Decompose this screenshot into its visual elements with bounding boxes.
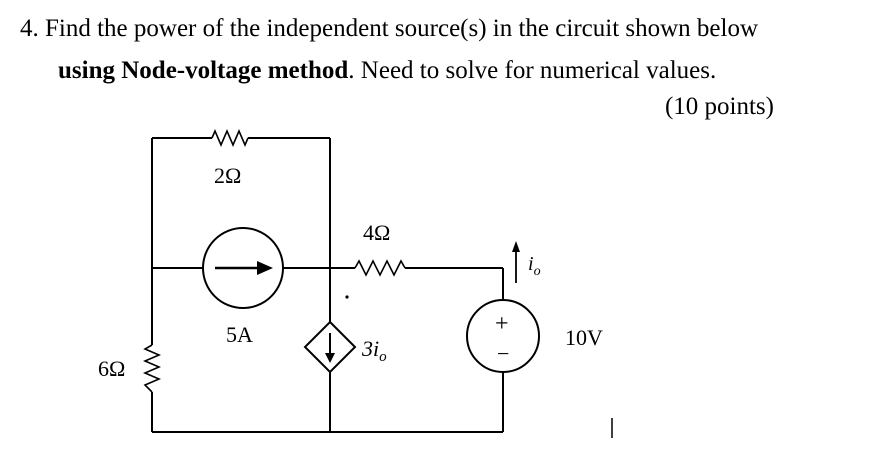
dependent-source-label: 3io — [361, 336, 387, 365]
question-line-2: using Node-voltage method. Need to solve… — [58, 58, 716, 83]
question-text-2: . Need to solve for numerical values. — [348, 57, 717, 84]
current-source-5a — [202, 227, 284, 309]
resistor-2ohm — [211, 128, 249, 148]
resistor-6ohm-label: 6Ω — [98, 356, 125, 381]
points-label: (10 points) — [664, 93, 774, 120]
resistor-4ohm-label: 4Ω — [363, 220, 390, 245]
circuit-wires — [151, 137, 504, 433]
current-arrow — [512, 241, 520, 283]
current-label-sub: o — [534, 264, 541, 279]
current-source-label: 5A — [226, 322, 253, 347]
resistor-4ohm — [354, 259, 406, 277]
resistor-6ohm — [142, 344, 162, 393]
current-label-main: i — [528, 253, 534, 275]
current-label: io — [528, 253, 541, 279]
dependent-source-main: 3i — [361, 336, 379, 361]
dependent-source-sub: o — [379, 349, 387, 365]
node-dot — [345, 295, 349, 299]
voltage-source-10v — [466, 299, 540, 373]
method-emphasis: using Node-voltage method — [58, 57, 349, 84]
dependent-current-source — [303, 320, 357, 374]
question-number: 4. — [20, 15, 39, 42]
voltage-plus-sign: + — [495, 311, 509, 337]
voltage-source-label: 10V — [565, 325, 603, 350]
voltage-minus-sign: − — [497, 341, 509, 366]
resistor-2ohm-label: 2Ω — [214, 163, 241, 188]
question-line-1: 4. Find the power of the independent sou… — [20, 16, 758, 41]
question-text-1: Find the power of the independent source… — [45, 15, 759, 42]
